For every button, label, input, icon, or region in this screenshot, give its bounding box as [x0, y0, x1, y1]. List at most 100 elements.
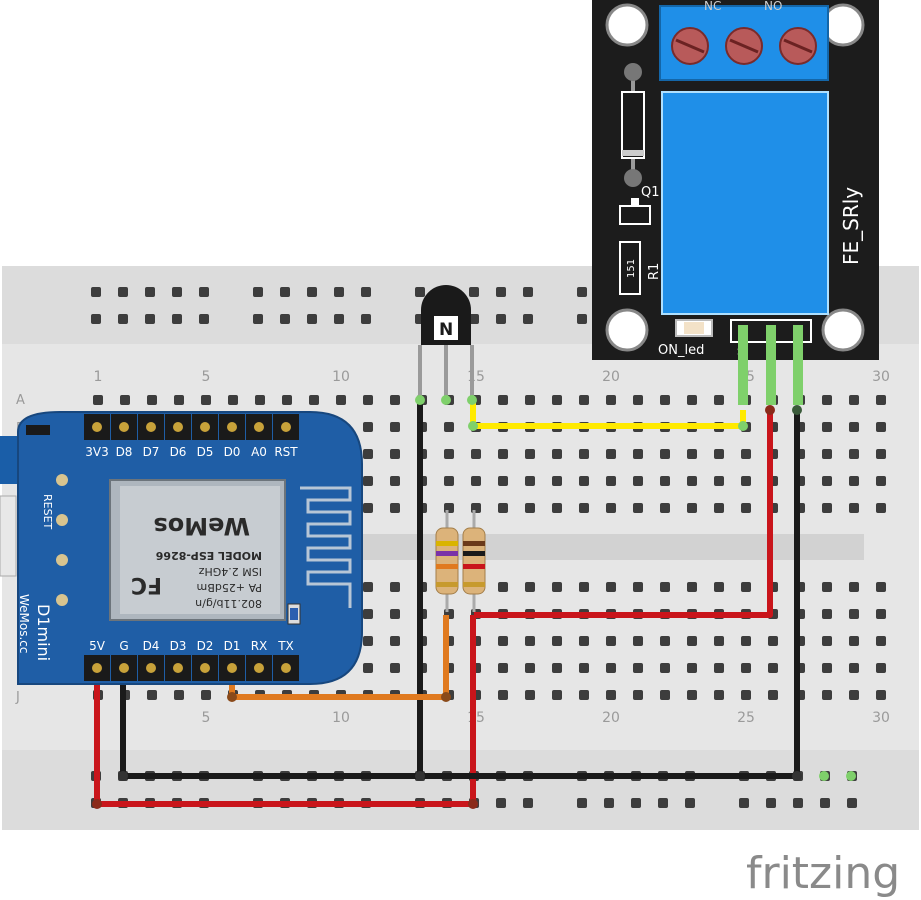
breadboard-hole — [444, 422, 454, 432]
breadboard-hole — [741, 582, 751, 592]
column-numbers: 15101520253051015202530 — [94, 369, 890, 726]
breadboard-hole — [172, 314, 182, 324]
reset-button — [26, 425, 50, 435]
breadboard-hole — [471, 449, 481, 459]
breadboard-hole — [199, 314, 209, 324]
esp-wifi-text: 802.11b/g/n — [195, 597, 262, 610]
breadboard-hole — [496, 314, 506, 324]
breadboard-hole — [849, 503, 859, 513]
column-number-bottom: 20 — [602, 710, 620, 726]
breadboard-hole — [766, 798, 776, 808]
breadboard-hole — [201, 395, 211, 405]
breadboard-hole — [255, 395, 265, 405]
breadboard-hole — [282, 395, 292, 405]
breadboard-hole — [390, 609, 400, 619]
breadboard-hole — [822, 690, 832, 700]
pin-label: D8 — [116, 445, 133, 459]
breadboard-hole — [876, 582, 886, 592]
breadboard-hole — [228, 395, 238, 405]
wire-red-relay-vcc — [474, 410, 773, 618]
breadboard-hole — [444, 449, 454, 459]
breadboard-hole — [822, 449, 832, 459]
breadboard-hole — [849, 422, 859, 432]
breadboard-hole — [714, 503, 724, 513]
breadboard-hole — [91, 287, 101, 297]
breadboard-hole — [201, 690, 211, 700]
breadboard-hole — [525, 582, 535, 592]
esp-ism-text: ISM 2.4GHz — [198, 565, 262, 578]
breadboard-hole — [633, 449, 643, 459]
usb-port — [0, 495, 17, 577]
breadboard-hole — [606, 663, 616, 673]
relay-body — [661, 91, 829, 315]
breadboard-hole — [307, 314, 317, 324]
bottom-power-rail — [2, 750, 919, 830]
pin-label: D1 — [224, 639, 241, 653]
breadboard-hole — [606, 636, 616, 646]
breadboard-hole — [822, 663, 832, 673]
breadboard-hole — [658, 798, 668, 808]
breadboard-hole — [363, 663, 373, 673]
breadboard-hole — [525, 395, 535, 405]
breadboard-hole — [714, 582, 724, 592]
breadboard-hole — [660, 582, 670, 592]
pin-label: 3V3 — [85, 445, 108, 459]
breadboard-hole — [606, 476, 616, 486]
on-led-label: ON_led — [658, 343, 704, 358]
relay-name: FE_SRly — [839, 187, 863, 265]
breadboard-hole — [498, 476, 508, 486]
breadboard-hole — [714, 476, 724, 486]
breadboard-hole — [606, 395, 616, 405]
breadboard-hole — [471, 476, 481, 486]
breadboard-hole — [390, 663, 400, 673]
breadboard-hole — [849, 395, 859, 405]
column-number-bottom: 10 — [332, 710, 350, 726]
breadboard-hole — [579, 582, 589, 592]
esp-model-text: MODEL ESP-8266 — [155, 549, 262, 562]
breadboard-hole — [498, 449, 508, 459]
breadboard-hole — [849, 636, 859, 646]
breadboard-hole — [631, 798, 641, 808]
row-letter-j: J — [15, 690, 20, 705]
breadboard-hole — [363, 636, 373, 646]
pin-label: A0 — [251, 445, 267, 459]
breadboard-hole — [363, 609, 373, 619]
breadboard-hole — [415, 287, 425, 297]
breadboard-hole — [390, 636, 400, 646]
pin-label: D7 — [143, 445, 160, 459]
breadboard-hole — [741, 663, 751, 673]
esp-pa-text: PA +25dBm — [197, 581, 262, 594]
breadboard-hole — [307, 287, 317, 297]
breadboard-hole — [552, 449, 562, 459]
breadboard-hole — [496, 287, 506, 297]
breadboard-hole — [579, 663, 589, 673]
breadboard-hole — [876, 663, 886, 673]
fritzing-watermark: fritzing — [746, 848, 900, 899]
breadboard-hole — [498, 690, 508, 700]
breadboard-hole — [714, 636, 724, 646]
breadboard-hole — [118, 314, 128, 324]
breadboard-hole — [849, 449, 859, 459]
label-q1: Q1 — [641, 185, 660, 200]
relay-r1 — [619, 241, 641, 295]
breadboard-hole — [552, 663, 562, 673]
r1-code: 151 — [626, 259, 637, 278]
breadboard-hole — [552, 395, 562, 405]
pin-label: D3 — [170, 639, 187, 653]
breadboard-hole — [390, 503, 400, 513]
breadboard-hole — [498, 395, 508, 405]
breadboard-hole — [876, 395, 886, 405]
breadboard-hole — [604, 798, 614, 808]
breadboard-hole — [253, 287, 263, 297]
mount-hole-tl — [605, 3, 649, 47]
breadboard-hole — [687, 449, 697, 459]
breadboard-hole — [120, 395, 130, 405]
pin-label: D2 — [197, 639, 214, 653]
relay-leg-minus — [793, 325, 803, 405]
breadboard-hole — [525, 503, 535, 513]
breadboard-hole — [741, 449, 751, 459]
pin-label: D4 — [143, 639, 160, 653]
wemos-brand: WeMos — [153, 512, 250, 540]
pin-label: D0 — [224, 445, 241, 459]
esp-module-label — [120, 486, 280, 614]
